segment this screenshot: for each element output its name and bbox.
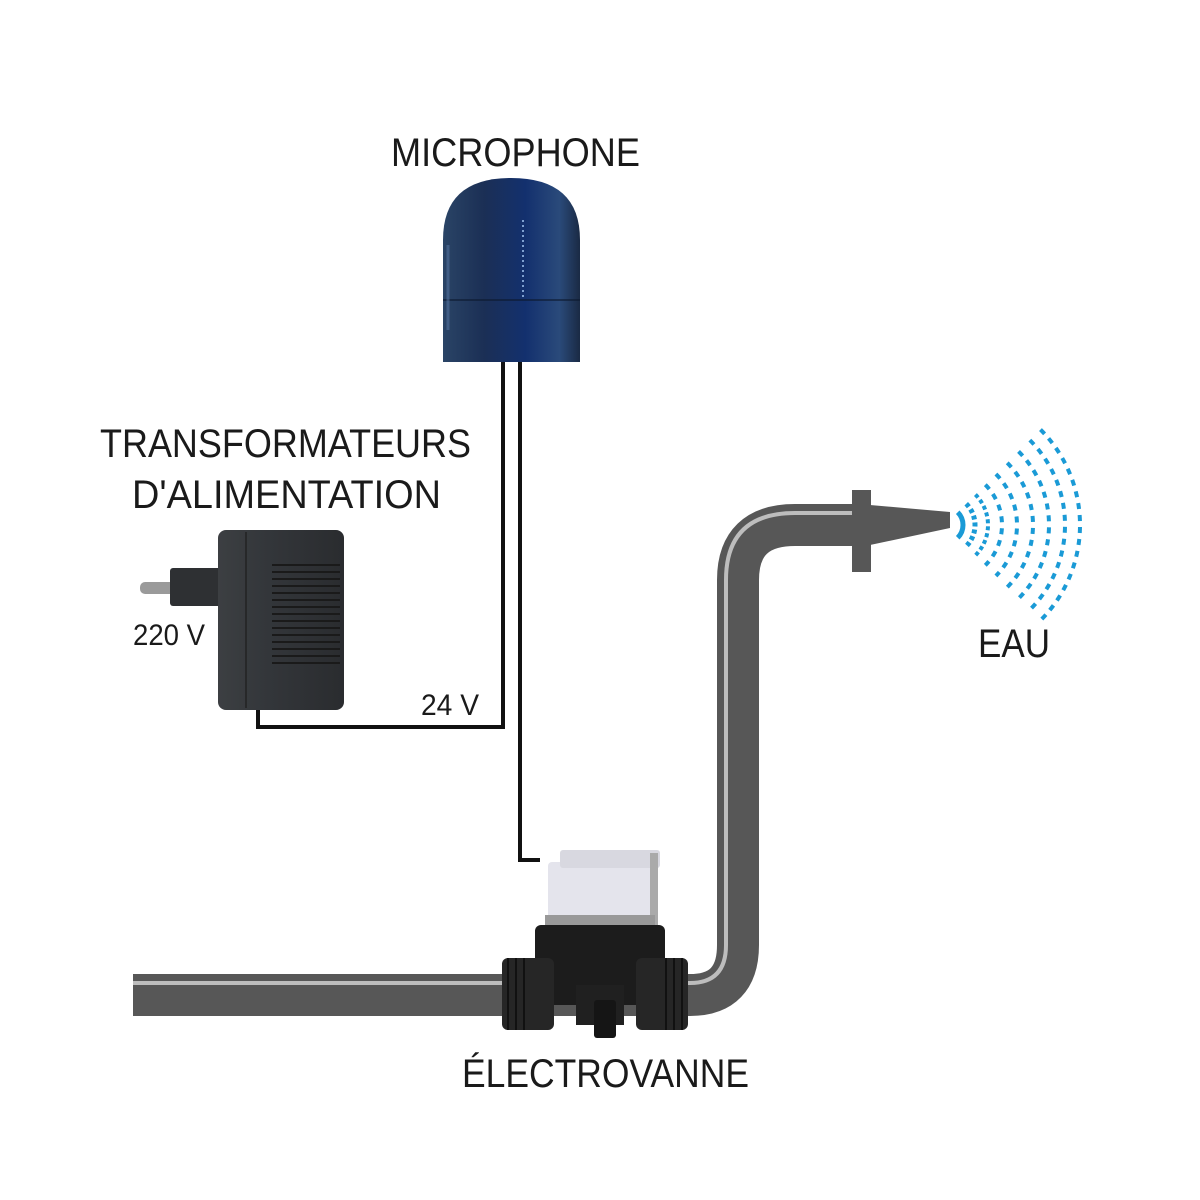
power-transformer <box>140 530 344 710</box>
water-spray-arc <box>1028 438 1067 612</box>
water-label: EAU <box>978 622 1050 666</box>
water-spray-arc <box>983 483 1004 567</box>
microphone-label: MICROPHONE <box>391 131 640 175</box>
water-pipe <box>133 504 860 1016</box>
solenoid-valve <box>502 850 688 1038</box>
signal-wire <box>518 362 540 862</box>
transformer-label-line1: TRANSFORMATEURS <box>100 422 471 466</box>
water-spray-arc <box>1005 461 1036 589</box>
output-voltage-label: 24 V <box>421 689 479 722</box>
spray-nozzle <box>852 490 950 572</box>
valve-label: ÉLECTROVANNE <box>462 1051 749 1096</box>
water-spray-arc <box>973 493 990 557</box>
water-spray-arc <box>955 510 966 540</box>
water-spray-arc <box>994 472 1019 578</box>
water-spray-arc <box>1017 450 1051 600</box>
wires <box>256 362 540 862</box>
water-spray <box>955 428 1082 622</box>
input-voltage-label: 220 V <box>133 619 205 652</box>
transformer-label-line2: D'ALIMENTATION <box>132 473 441 517</box>
water-spray-arc <box>964 502 978 548</box>
water-spray-arc <box>1039 428 1082 622</box>
microphone-device <box>443 178 580 362</box>
power-wire <box>256 362 505 729</box>
